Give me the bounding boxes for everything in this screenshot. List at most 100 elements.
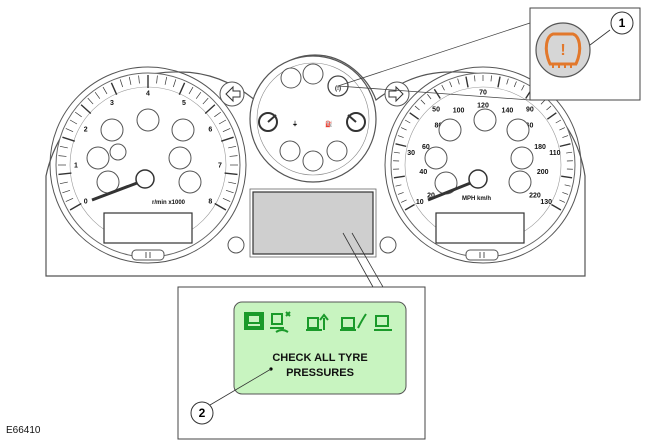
tach-tick-label: 6 [208, 127, 212, 134]
tach-tick [69, 119, 78, 125]
tach-tick [178, 82, 186, 95]
speedo-tick [555, 119, 562, 124]
speedo-unit-label: MPH km/h [462, 196, 491, 202]
tach-tick [229, 155, 238, 157]
tach-tick-label: 2 [84, 127, 88, 134]
tyre-pressure-warning-icon: ! [544, 32, 582, 68]
left-turn-arrow-icon [219, 81, 245, 107]
tyre-pressure-lamp-icon: (!) [335, 86, 341, 92]
speedo-tick [400, 127, 407, 131]
tach-needle [91, 178, 146, 202]
speedo-mph-label: 130 [540, 199, 552, 206]
tach-lcd [103, 212, 193, 244]
speedo-mph-label: 70 [479, 90, 487, 97]
tach-warning-lamp [109, 143, 127, 161]
message-line-2: PRESSURES [286, 367, 354, 379]
tach-scale-ticks [58, 75, 238, 211]
speedo-tick [559, 143, 571, 148]
tach-warning-lamp [171, 118, 195, 142]
speedo-tick [540, 99, 546, 105]
tach-warning-lamp [136, 108, 160, 132]
tach-tick [225, 190, 234, 194]
speedo-scale-ticks [393, 75, 573, 211]
speedo-tick [566, 151, 573, 154]
speedo-kmh-label: 100 [453, 108, 465, 115]
tach-tick [204, 104, 216, 114]
leader-line-1 [337, 22, 531, 87]
speedo-kmh-label: 80 [435, 122, 443, 129]
tach-tick [218, 119, 227, 125]
left-display-button [227, 236, 245, 254]
temperature-icon: ⏚ [292, 121, 298, 128]
vehicle-status-icons [244, 311, 392, 333]
tach-warning-lamp [86, 146, 110, 170]
tach-tick [214, 111, 222, 118]
tach-tick-label: 7 [218, 163, 222, 170]
tach-tick [228, 145, 237, 149]
tach-unit-label: r/min x1000 [152, 200, 186, 206]
speedo-warning-lamp [424, 146, 448, 170]
fuel-pump-icon: ⛽ [325, 120, 333, 128]
figure-reference: E66410 [6, 425, 41, 436]
message-line-1: CHECK ALL TYRE [272, 352, 367, 364]
tach-tick [195, 91, 202, 99]
tach-tick [138, 75, 140, 84]
speedo-kmh-label: 120 [477, 103, 489, 110]
tach-tick [110, 82, 118, 95]
tach-tick [62, 190, 71, 194]
leader-line-2 [209, 368, 272, 406]
tach-tick [202, 97, 209, 105]
callout-number-1: 1 [619, 16, 626, 30]
speedo-tick [393, 175, 405, 179]
speedo-reset-button [465, 249, 499, 261]
tach-tick-label: 4 [146, 91, 150, 98]
tach-tick [58, 172, 72, 176]
speedo-warning-lamp [506, 118, 530, 142]
center-lamp [280, 67, 302, 89]
tach-tick-label: 0 [84, 199, 88, 206]
tach-tick [164, 76, 168, 85]
tach-tick [62, 136, 75, 142]
speedo-tick [404, 203, 415, 211]
message-display-screen [252, 191, 374, 255]
center-lamp [279, 140, 301, 162]
speedo-tick [427, 94, 432, 100]
speedo-tick [521, 84, 525, 91]
speedo-tick [561, 175, 573, 179]
tach-tick [87, 97, 94, 105]
tach-tick [58, 155, 67, 157]
speedo-needle-hub [468, 169, 488, 189]
tach-warning-lamp [100, 118, 124, 142]
tach-tick [119, 79, 123, 88]
speedo-tick [490, 75, 492, 82]
tach-tick [80, 104, 92, 114]
speedo-kmh-label: 200 [537, 169, 549, 176]
speedo-tick [449, 81, 453, 88]
speedo-tick [506, 78, 509, 85]
tach-warning-lamp [168, 146, 192, 170]
right-display-button [379, 236, 397, 254]
tach-tick [222, 128, 231, 132]
tach-tick [221, 136, 234, 142]
speedo-tick [562, 192, 569, 195]
tach-tick-label: 1 [74, 163, 78, 170]
speedo-tick [400, 199, 407, 203]
tach-tick [74, 111, 82, 118]
speedo-tick [559, 199, 566, 203]
speedo-tick [546, 105, 552, 111]
speedo-mph-label: 30 [407, 150, 415, 157]
speedo-kmh-label: 40 [419, 169, 427, 176]
speedo-tick [395, 143, 407, 148]
tach-tick [214, 202, 227, 211]
tach-tick [94, 91, 101, 99]
display-frame [249, 188, 377, 258]
speedo-warning-lamp [508, 170, 532, 194]
svg-text:!: ! [560, 42, 565, 59]
tach-tick [65, 128, 74, 132]
speedo-warning-lamp [510, 146, 534, 170]
tach-tick [65, 198, 74, 202]
speedo-warning-lamp [438, 118, 462, 142]
speedo-tick [433, 88, 441, 99]
